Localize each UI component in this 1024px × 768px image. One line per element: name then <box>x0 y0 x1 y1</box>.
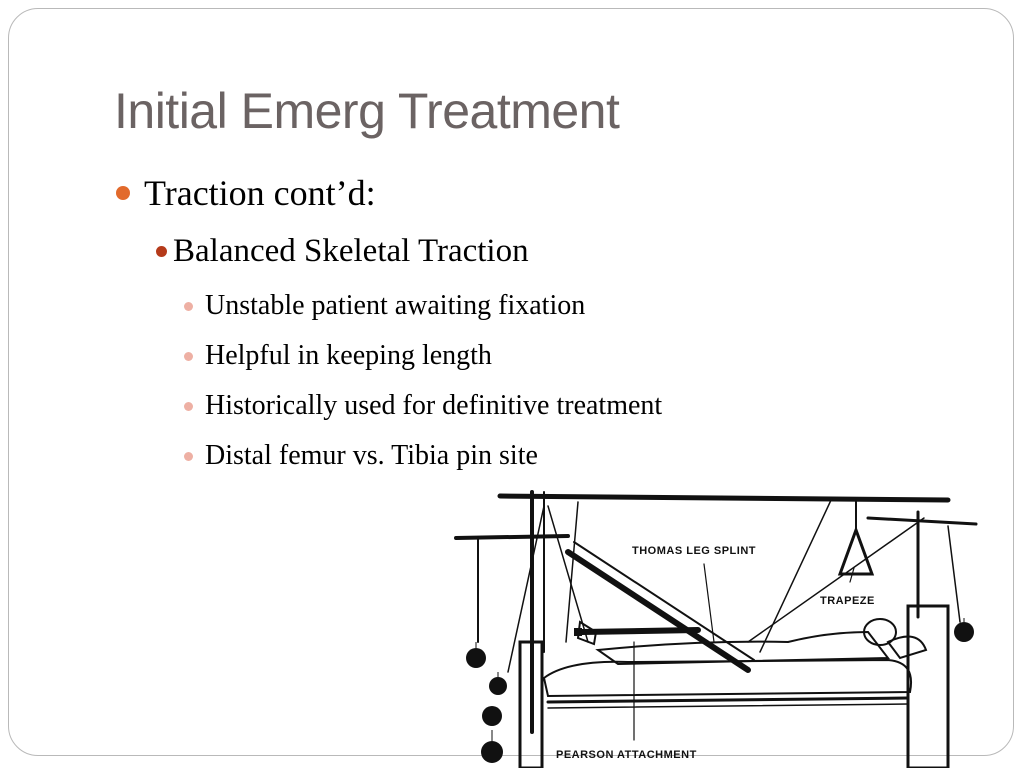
mattress <box>542 658 912 698</box>
bullet-pin-site: Distal femur vs. Tibia pin site <box>184 440 538 472</box>
label-pearson-attachment: PEARSON ATTACHMENT <box>556 749 697 761</box>
overhead-bar <box>497 493 951 503</box>
pearson-attachment <box>579 627 701 635</box>
weight-icon <box>466 648 486 668</box>
label-thomas-leg-splint: THOMAS LEG SPLINT <box>632 545 756 557</box>
pillow <box>886 635 928 660</box>
weight-icon <box>482 706 502 726</box>
bullet-text: Traction cont’d: <box>144 173 376 213</box>
bullet-definitive-treatment: Historically used for definitive treatme… <box>184 390 662 422</box>
bullet-dot-icon <box>184 351 193 361</box>
patient-head <box>863 618 897 646</box>
patient-body <box>595 630 890 666</box>
traction-drawing: THOMAS LEG SPLINT TRAPEZE PEARSON ATTACH… <box>454 490 978 768</box>
left-crossbar <box>454 534 570 540</box>
bullet-unstable-patient: Unstable patient awaiting fixation <box>184 290 585 322</box>
traction-illustration: THOMAS LEG SPLINT TRAPEZE PEARSON ATTACH… <box>448 482 988 768</box>
bullet-dot-icon <box>184 401 193 411</box>
bullet-keeping-length: Helpful in keeping length <box>184 340 492 372</box>
bullet-dot-icon <box>184 301 193 311</box>
bullet-text: Helpful in keeping length <box>205 340 492 371</box>
right-crossbar <box>866 516 978 526</box>
weight-icon <box>489 677 507 695</box>
bullet-text: Balanced Skeletal Traction <box>173 233 529 269</box>
weight-icon <box>954 622 974 642</box>
bullet-traction: Traction cont’d: <box>116 172 376 214</box>
bullet-dot-icon <box>156 246 167 257</box>
weight-icon <box>481 741 503 763</box>
bullet-text: Historically used for definitive treatme… <box>205 390 663 421</box>
bullet-dot-icon <box>184 451 193 461</box>
thomas-splint <box>565 549 751 673</box>
trapeze-triangle <box>837 525 875 576</box>
slide-title: Initial Emerg Treatment <box>114 83 620 139</box>
label-trapeze: TRAPEZE <box>820 595 875 607</box>
bed-headboard <box>906 604 950 768</box>
bullet-text: Distal femur vs. Tibia pin site <box>205 440 538 471</box>
bullet-balanced-skeletal-traction: Balanced Skeletal Traction <box>156 233 529 270</box>
slide-frame <box>8 8 1014 756</box>
bed-footboard <box>518 640 544 768</box>
bullet-dot-icon <box>116 186 130 200</box>
bullet-text: Unstable patient awaiting fixation <box>205 290 586 321</box>
